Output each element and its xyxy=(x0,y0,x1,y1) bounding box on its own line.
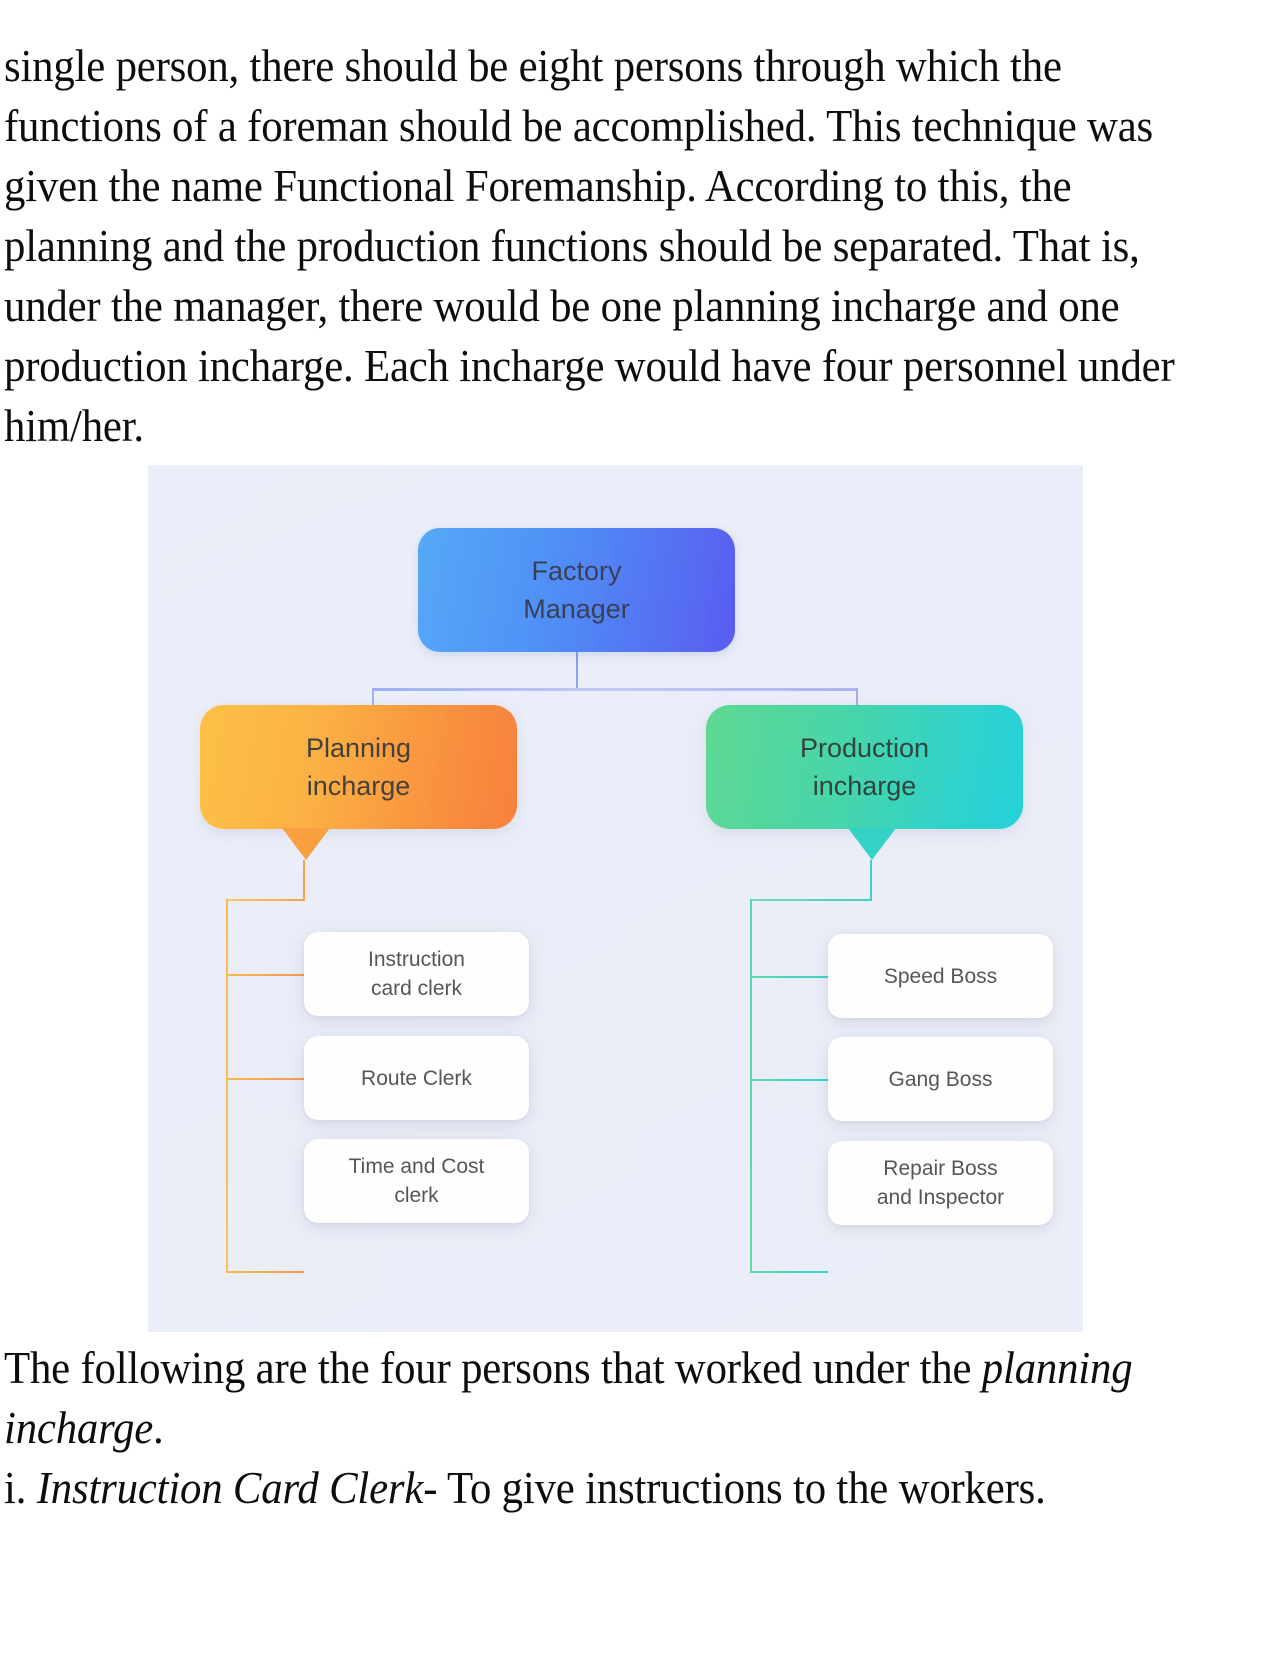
connector-planning-stub-1 xyxy=(226,974,304,976)
node-instruction-card-clerk-line2: card clerk xyxy=(370,977,462,1000)
pointer-production-incharge xyxy=(848,828,896,860)
node-factory-manager[interactable]: Factory Manager xyxy=(418,528,735,652)
node-speed-boss[interactable]: Speed Boss xyxy=(828,934,1053,1018)
list-item-term: Instruction Card Clerk xyxy=(36,1462,424,1513)
connector-production-stub-1 xyxy=(750,976,828,978)
bottom-sentence-lead: The following are the four persons that … xyxy=(4,1342,982,1393)
node-time-and-cost-clerk[interactable]: Time and Cost clerk xyxy=(304,1139,529,1223)
connector-root-drop xyxy=(576,651,578,690)
node-gang-boss[interactable]: Gang Boss xyxy=(828,1037,1053,1121)
list-item-description: - To give instructions to the workers. xyxy=(423,1462,1046,1513)
node-repair-boss-and-inspector[interactable]: Repair Boss and Inspector xyxy=(828,1141,1053,1225)
node-gang-boss-line1: Gang Boss xyxy=(888,1067,993,1091)
node-time-and-cost-clerk-line2: clerk xyxy=(394,1184,439,1207)
pointer-planning-incharge xyxy=(282,828,330,860)
node-factory-manager-line2: Manager xyxy=(523,594,630,624)
node-production-incharge-line1: Production xyxy=(799,733,930,763)
list-item-marker: i. xyxy=(4,1462,37,1513)
node-instruction-card-clerk-line1: Instruction xyxy=(368,948,465,971)
connector-production-stem xyxy=(870,860,872,900)
connector-production-stub-3 xyxy=(750,1271,828,1273)
node-factory-manager-line1: Factory xyxy=(531,556,622,586)
bottom-sentence-period: . xyxy=(153,1402,164,1453)
node-time-and-cost-clerk-line1: Time and Cost xyxy=(348,1155,485,1178)
connector-planning-spine xyxy=(226,899,228,1273)
node-planning-incharge[interactable]: Planning incharge xyxy=(200,705,517,829)
connector-production-elbow xyxy=(750,899,872,901)
connector-left-drop xyxy=(372,688,374,708)
connector-planning-stub-3 xyxy=(226,1271,304,1273)
connector-planning-stem xyxy=(303,860,305,900)
body-paragraph-top: single person, there should be eight per… xyxy=(4,40,1175,451)
functional-foremanship-diagram: Factory Manager Planning incharge Produc… xyxy=(148,465,1083,1332)
node-route-clerk[interactable]: Route Clerk xyxy=(304,1036,529,1120)
connector-production-spine xyxy=(750,899,752,1273)
node-production-incharge-line2: incharge xyxy=(812,771,917,801)
connector-horizontal-bus xyxy=(372,688,858,691)
node-planning-incharge-line2: incharge xyxy=(306,771,411,801)
node-speed-boss-line1: Speed Boss xyxy=(883,964,998,988)
connector-planning-stub-2 xyxy=(226,1078,304,1080)
body-paragraph-bottom: The following are the four persons that … xyxy=(4,1338,1204,1518)
connector-planning-elbow xyxy=(226,899,305,901)
node-repair-boss-and-inspector-line2: and Inspector xyxy=(876,1186,1005,1209)
node-repair-boss-and-inspector-line1: Repair Boss xyxy=(883,1157,998,1180)
node-route-clerk-line1: Route Clerk xyxy=(361,1066,472,1090)
bottom-sentence-emphasis: planning incharge xyxy=(4,1342,1133,1453)
node-production-incharge[interactable]: Production incharge xyxy=(706,705,1023,829)
node-planning-incharge-line1: Planning xyxy=(305,733,412,763)
connector-right-drop xyxy=(856,688,858,708)
node-instruction-card-clerk[interactable]: Instruction card clerk xyxy=(304,932,529,1016)
connector-production-stub-2 xyxy=(750,1079,828,1081)
